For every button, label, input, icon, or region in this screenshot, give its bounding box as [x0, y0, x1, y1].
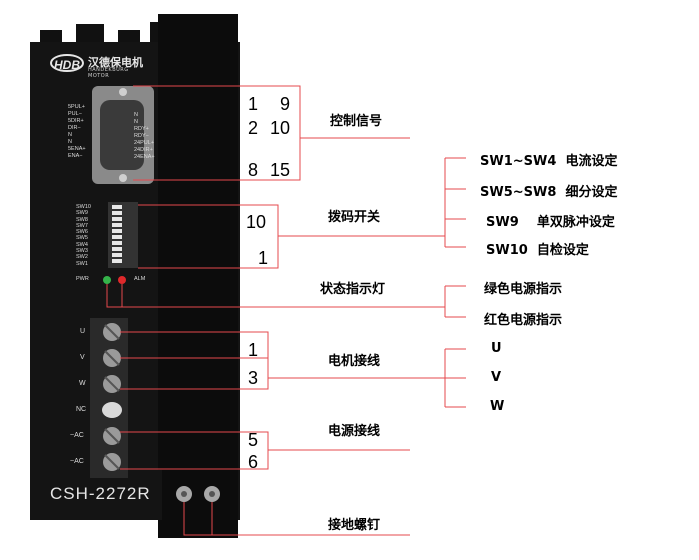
brand-logo: HDB 汉德保电机 HANDEKBURG MOTOR: [50, 54, 150, 79]
pin-label: RDY+: [134, 126, 149, 132]
pwr-label: PWR: [76, 276, 89, 282]
terminal-label-w: W: [79, 380, 86, 387]
ground-screws: [176, 486, 220, 502]
red-led-icon: [118, 276, 126, 284]
dip-label: SW8: [76, 216, 88, 223]
dip-switch-label: 拨码开关: [328, 210, 381, 225]
green-led-desc: 绿色电源指示: [484, 282, 563, 297]
red-led-desc: 红色电源指示: [484, 313, 563, 328]
power-terminal-5: 5: [248, 430, 259, 450]
alm-label: ALM: [134, 276, 146, 282]
dip-function-desc: 自检设定: [536, 243, 589, 258]
motor-terminal-1: 1: [248, 340, 259, 360]
phase-v: V: [491, 370, 502, 385]
ground-screw-label: 接地螺钉: [328, 518, 381, 533]
dip-number-1: 1: [258, 248, 269, 268]
signal-pin-2: 2: [248, 118, 259, 138]
dip-function-desc: 电流设定: [565, 154, 618, 169]
driver-heatsink: [158, 14, 238, 538]
terminal-label-ac1: ~AC: [70, 432, 84, 439]
signal-pin-9: 9: [280, 94, 291, 114]
pin-label: DIR−: [68, 125, 81, 131]
status-led-label: 状态指示灯: [320, 282, 386, 297]
brand-logo-mark: HDB: [50, 54, 84, 72]
dip-label: SW5: [76, 235, 88, 242]
dip-function-sw10: SW10 自检设定: [486, 239, 589, 258]
pin-label: 24PUL+: [134, 140, 155, 146]
pin-label: 24ENA+: [134, 154, 155, 160]
phase-u: U: [491, 341, 502, 356]
pin-label: N: [68, 132, 72, 138]
connector-right-pins: N N RDY+ RDY− 24PUL+ 24DIR+ 24ENA+: [134, 112, 155, 161]
green-led-icon: [103, 276, 111, 284]
dip-label: SW1: [76, 260, 88, 267]
dip-function-sw1-4: SW1~SW4 电流设定: [480, 150, 617, 169]
dip-function-desc: 单双脉冲设定: [536, 215, 615, 230]
pin-label: PUL−: [68, 111, 82, 117]
pin-label: 5DIR+: [68, 118, 84, 124]
signal-pin-15: 15: [270, 160, 291, 180]
dip-label: SW2: [76, 254, 88, 261]
signal-pin-8: 8: [248, 160, 259, 180]
phase-w: W: [490, 399, 505, 414]
pin-label: 5ENA+: [68, 146, 86, 152]
dip-label: SW4: [76, 241, 88, 248]
dip-function-sw5-8: SW5~SW8 细分设定: [480, 181, 617, 200]
brand-name: 汉德保电机: [88, 56, 143, 69]
dip-switch-labels: SW10 SW9 SW8 SW7 SW6 SW5 SW4 SW3 SW2 SW1: [76, 204, 91, 267]
power-wiring-label: 电源接线: [328, 424, 381, 439]
terminal-block: [90, 318, 128, 478]
dip-label: SW10: [76, 204, 91, 210]
power-terminal-6: 6: [248, 452, 259, 472]
signal-pin-10: 10: [270, 118, 291, 138]
dip-function-desc: 细分设定: [565, 185, 618, 200]
dip-label: SW3: [76, 248, 88, 255]
dip-function-code: SW10: [486, 243, 528, 258]
terminal-label-ac2: ~AC: [70, 458, 84, 465]
dip-label: SW7: [76, 222, 88, 229]
motor-terminal-3: 3: [248, 368, 259, 388]
pin-label: RDY−: [134, 133, 149, 139]
control-signal-label: 控制信号: [330, 114, 383, 129]
brand-subtitle: HANDEKBURG MOTOR: [88, 67, 129, 79]
motor-wiring-label: 电机接线: [328, 354, 381, 369]
model-number: CSH-2272R: [50, 484, 151, 503]
dip-function-code: SW9: [486, 215, 519, 230]
dip-number-10: 10: [246, 212, 267, 232]
dip-switch: [108, 202, 138, 268]
dip-label: SW6: [76, 229, 88, 236]
dip-function-code: SW1~SW4: [480, 154, 557, 169]
terminal-label-nc: NC: [76, 406, 87, 413]
pin-label: 24DIR+: [134, 147, 153, 153]
signal-pin-1: 1: [248, 94, 259, 114]
dip-label: SW9: [76, 210, 88, 217]
terminal-label-u: U: [80, 328, 86, 335]
leader-lines: [106, 85, 466, 536]
terminal-label-v: V: [80, 354, 85, 361]
pin-label: N: [68, 139, 72, 145]
pin-label: 5PUL+: [68, 104, 85, 110]
db15-connector: [92, 86, 154, 184]
pin-label: ENA−: [68, 153, 83, 159]
dip-function-code: SW5~SW8: [480, 185, 557, 200]
pin-label: N: [134, 112, 138, 118]
connector-left-pins: 5PUL+ PUL− 5DIR+ DIR− N N 5ENA+ ENA−: [68, 104, 86, 160]
dip-function-sw9: SW9 单双脉冲设定: [486, 211, 615, 230]
pin-label: N: [134, 119, 138, 125]
